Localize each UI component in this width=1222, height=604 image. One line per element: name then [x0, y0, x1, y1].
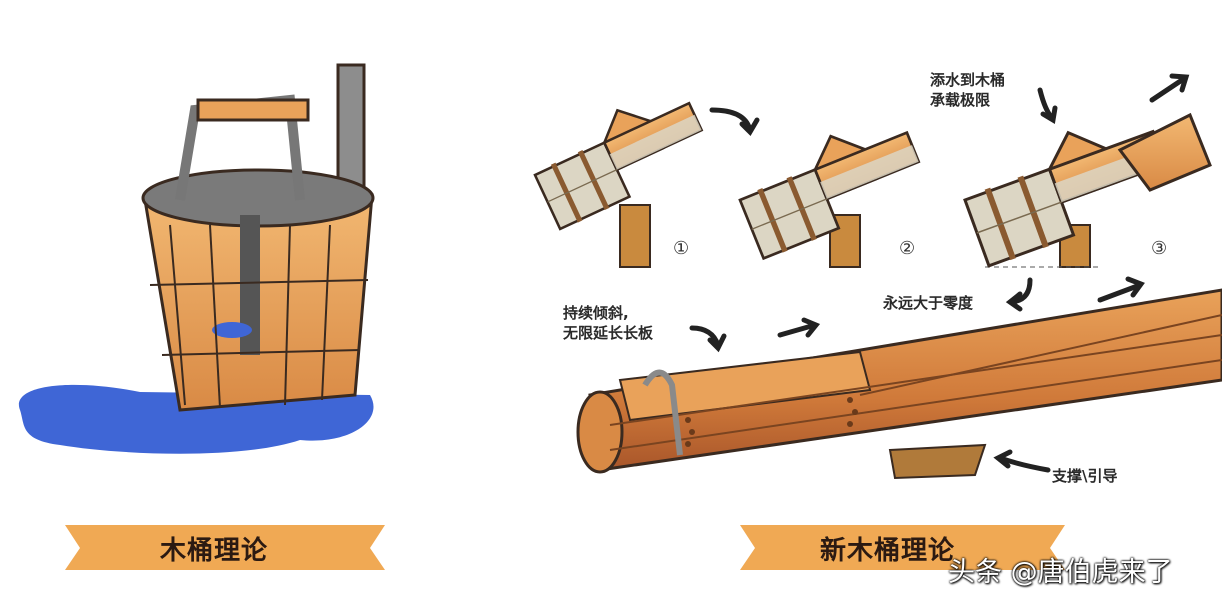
support-block — [888, 443, 987, 480]
step-number-1: ① — [673, 238, 690, 259]
extended-bucket — [576, 288, 1222, 480]
bucket-step-1 — [525, 82, 715, 268]
annotation-fill-limit: 添水到木桶 承载极限 — [930, 71, 1006, 109]
annotation-extend: 持续倾斜, 无限延长长板 — [563, 304, 654, 342]
banner-right-title: 新木桶理论 — [820, 536, 956, 566]
bucket-step-2 — [731, 109, 932, 268]
step-number-2: ② — [899, 238, 916, 259]
banner-right — [740, 525, 1065, 570]
step-number-3: ③ — [1151, 238, 1168, 259]
bucket-step-3 — [955, 105, 1212, 267]
leaking-bucket — [18, 63, 375, 454]
annotation-angle: 永远大于零度 — [883, 294, 974, 312]
banner-left — [65, 525, 385, 570]
banner-left-title: 木桶理论 — [160, 536, 269, 566]
annotation-support: 支撑\引导 — [1052, 467, 1118, 485]
arrows — [689, 73, 1190, 473]
watermark: 头条 @唐伯虎来了 — [948, 557, 1173, 588]
